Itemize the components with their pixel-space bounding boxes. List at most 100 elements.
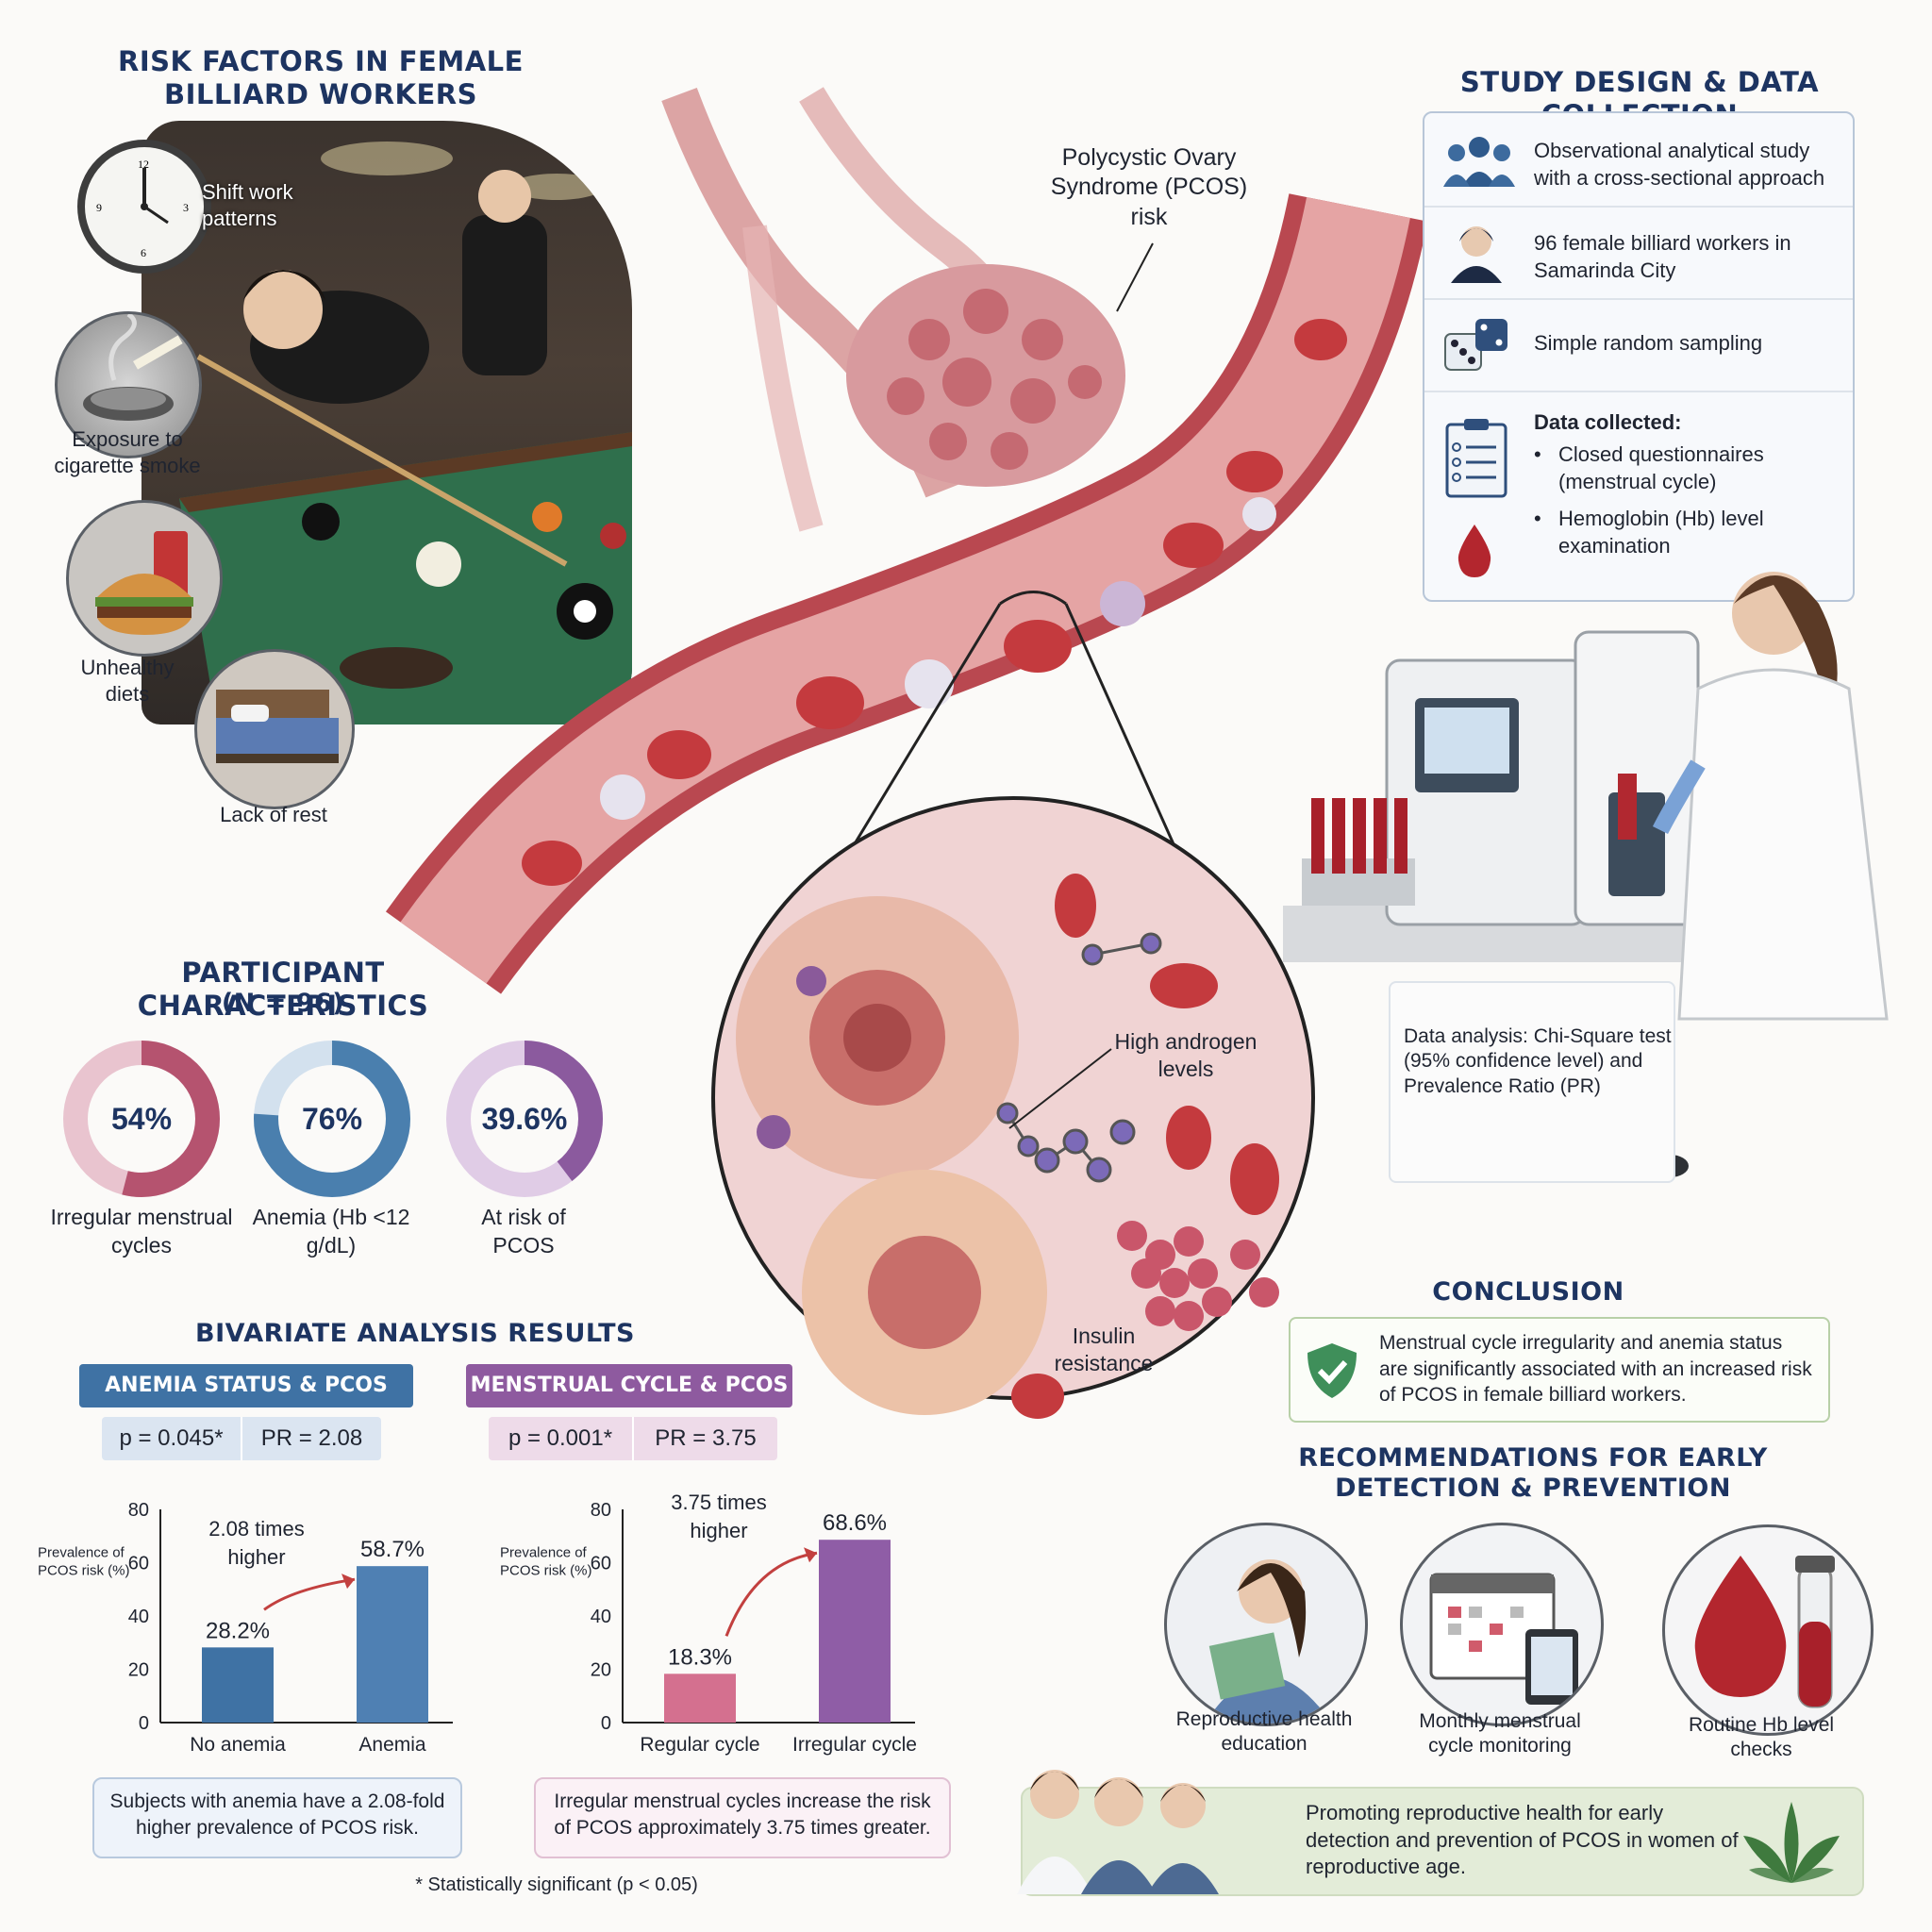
risk-factor-label-shift: Shift work patterns <box>202 180 293 230</box>
participant-subtitle: (N = 96) <box>221 989 345 1018</box>
rec-label-hb-checks: Routine Hb level checks <box>1688 1714 1835 1761</box>
category-label-1-1: Irregular cycle <box>792 1734 917 1756</box>
analysis-box <box>1389 981 1675 1183</box>
svg-text:6: 6 <box>141 246 146 259</box>
anemia-note: Subjects with anemia have a 2.08-fold hi… <box>92 1777 462 1858</box>
study-text-sampling: Simple random sampling <box>1534 331 1763 355</box>
anemia-pr-value: PR = 2.08 <box>260 1425 363 1451</box>
menstrual-note: Irregular menstrual cycles increase the … <box>534 1777 951 1858</box>
y-tick-label-0-0: 0 <box>139 1713 149 1734</box>
risk-factor-label-diet: Unhealthy diets <box>80 656 175 706</box>
rec-label-education: Reproductive health education <box>1175 1708 1353 1756</box>
data-collected-item-1: • Closed questionnaires (menstrual cycle… <box>1534 442 1764 493</box>
significance-footnote: * Statistically significant (p < 0.05) <box>415 1874 698 1895</box>
menstrual-p-value: p = 0.001* <box>508 1425 613 1451</box>
svg-text:9: 9 <box>96 201 102 214</box>
clipboard-checklist-icon <box>1445 419 1507 498</box>
menstrual-badge: MENSTRUAL CYCLE & PCOS RISK <box>466 1364 792 1441</box>
donut-value-1: 76% <box>302 1102 362 1136</box>
bivariate-title: BIVARIATE ANALYSIS RESULTS <box>195 1319 635 1348</box>
recommendations-title: RECOMMENDATIONS FOR EARLY DETECTION & PR… <box>1298 1443 1768 1504</box>
bar-value-label-1-1: 68.6% <box>823 1510 887 1536</box>
donut-value-2: 39.6% <box>482 1102 568 1136</box>
study-row-sampling: Simple random sampling <box>1424 298 1853 392</box>
study-design-panel: Observational analytical study with a cr… <box>1423 111 1855 602</box>
data-collected-title: Data collected: <box>1534 410 1682 434</box>
insulin-resistance-label: Insulin resistance <box>1054 1324 1154 1375</box>
androgen-label: High androgen levels <box>1114 1029 1257 1081</box>
leaf-icon <box>1743 1802 1840 1883</box>
arrow-0 <box>263 1577 356 1611</box>
clock-icon: 12 3 6 9 <box>77 140 211 274</box>
category-label-0-1: Anemia <box>358 1734 426 1756</box>
risk-factor-label-smoke: Exposure to cigarette smoke <box>54 427 201 477</box>
donut-value-0: 54% <box>111 1102 172 1136</box>
blood-drop-icon <box>1457 525 1491 577</box>
svg-text:3: 3 <box>183 201 189 214</box>
data-collected-item-2: • Hemoglobin (Hb) level examination <box>1534 507 1764 558</box>
blood-drop-tube-icon <box>1662 1524 1874 1736</box>
study-row-sample: 96 female billiard workers in Samarinda … <box>1424 206 1853 300</box>
donut-label-pcos: At risk of PCOS <box>481 1205 566 1257</box>
promotion-panel: Promoting reproductive health for early … <box>1017 1770 1864 1896</box>
group-people-icon <box>1443 137 1515 187</box>
donut-label-irregular: Irregular menstrual cycles <box>50 1205 233 1257</box>
y-tick-label-1-0: 0 <box>601 1713 611 1734</box>
conclusion-title: CONCLUSION <box>1432 1277 1624 1307</box>
risk-factor-label-rest: Lack of rest <box>220 803 327 826</box>
anemia-stat-box: p = 0.045* PR = 2.08 <box>102 1417 381 1460</box>
fast-food-icon <box>66 500 223 657</box>
category-label-1-0: Regular cycle <box>640 1734 759 1756</box>
health-workers-illustration <box>1017 1770 1219 1894</box>
risk-factors-title: RISK FACTORS IN FEMALE BILLIARD WORKERS <box>118 45 524 110</box>
y-tick-label-1-3: 60 <box>591 1554 611 1574</box>
shield-check-icon <box>1307 1343 1357 1398</box>
rec-label-monitoring: Monthly menstrual cycle monitoring <box>1419 1710 1581 1757</box>
arrow-1 <box>724 1551 818 1637</box>
bed-icon <box>194 649 355 809</box>
promotion-text: Promoting reproductive health for early … <box>1306 1801 1739 1879</box>
category-label-0-0: No anemia <box>190 1734 286 1756</box>
bar-0-0 <box>202 1647 274 1723</box>
pcos-ovary-label: Polycystic Ovary Syndrome (PCOS) risk <box>1050 144 1248 230</box>
menstrual-stat-box: p = 0.001* PR = 3.75 <box>489 1417 777 1460</box>
y-tick-label-1-4: 80 <box>591 1500 611 1521</box>
y-tick-label-0-1: 20 <box>128 1660 149 1681</box>
anemia-p-value: p = 0.045* <box>119 1425 224 1451</box>
ashtray-cigarette-icon <box>55 311 202 458</box>
dice-icon <box>1444 319 1507 371</box>
participant-donut-charts: 54% 76% 39.6% <box>63 1041 603 1197</box>
conclusion-text: Menstrual cycle irregularity and anemia … <box>1379 1332 1812 1407</box>
y-tick-label-1-2: 40 <box>591 1607 611 1627</box>
study-row-data: Data collected: • Closed questionnaires … <box>1424 391 1853 600</box>
analysis-text: Data analysis: Chi-Square test (95% conf… <box>1404 1025 1672 1097</box>
woman-worker-icon <box>1451 226 1502 283</box>
participant-title: PARTICIPANT CHARACTERISTICS <box>137 957 429 1022</box>
donut-arc-1 <box>254 1041 410 1197</box>
y-tick-label-0-2: 40 <box>128 1607 149 1627</box>
svg-text:12: 12 <box>138 158 149 171</box>
study-row-design: Observational analytical study with a cr… <box>1424 113 1853 208</box>
y-tick-label-0-3: 60 <box>128 1554 149 1574</box>
arrow-head-1 <box>804 1547 817 1563</box>
anemia-badge: ANEMIA STATUS & PCOS RISK <box>79 1364 413 1441</box>
bar-0-1 <box>357 1566 428 1723</box>
bar-value-label-0-0: 28.2% <box>206 1618 270 1643</box>
donut-arc-2 <box>446 1041 603 1197</box>
calendar-tablet-icon <box>1400 1523 1604 1726</box>
y-tick-label-0-4: 80 <box>128 1500 149 1521</box>
conclusion-panel: Menstrual cycle irregularity and anemia … <box>1289 1317 1830 1423</box>
donut-label-anemia: Anemia (Hb <12 g/dL) <box>252 1205 410 1257</box>
study-text-sample: 96 female billiard workers in Samarinda … <box>1534 231 1791 282</box>
bar-1-0 <box>664 1674 736 1723</box>
bar-value-label-1-0: 18.3% <box>668 1644 732 1670</box>
donut-arc-0 <box>63 1041 220 1197</box>
bar-value-label-0-1: 58.7% <box>360 1537 425 1562</box>
menstrual-pr-value: PR = 3.75 <box>655 1425 757 1451</box>
